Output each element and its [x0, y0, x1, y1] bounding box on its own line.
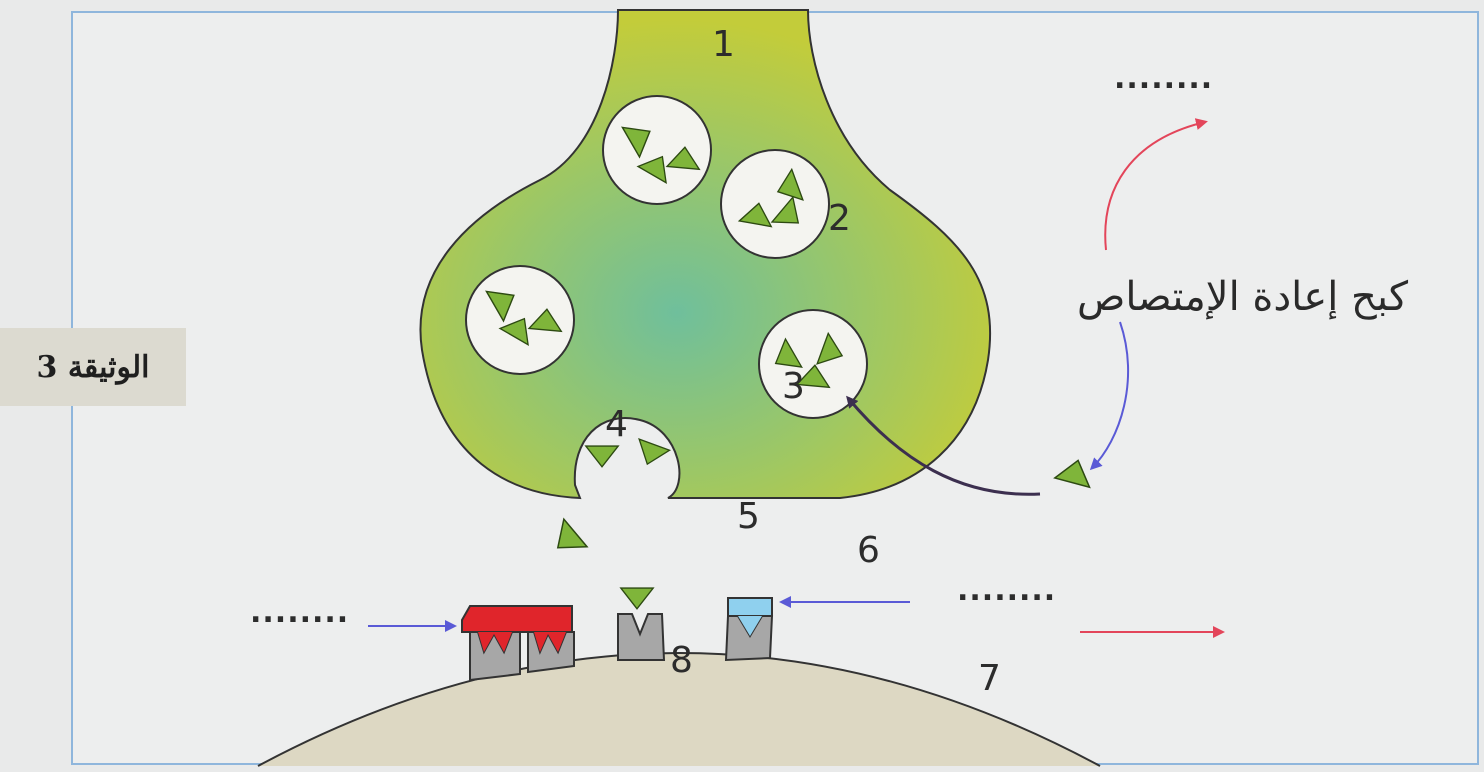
- blocked-receptor: [724, 597, 774, 662]
- vesicle: [602, 95, 712, 205]
- document-label: الوثيقة 3: [0, 328, 186, 406]
- blank-left: ........: [250, 595, 349, 630]
- blue-arrow-down: [1089, 321, 1130, 471]
- vesicle: [758, 309, 868, 419]
- label-3: 3: [782, 366, 805, 407]
- ligand-gated-channel: [461, 605, 575, 682]
- vesicle: [720, 149, 830, 259]
- blank-middle-right: ........: [957, 573, 1056, 608]
- empty-receptor: [617, 613, 666, 661]
- red-arrow-up: [1104, 118, 1208, 251]
- blank-top-right: ........: [1114, 61, 1213, 96]
- vesicle: [465, 265, 575, 375]
- label-1: 1: [712, 24, 735, 65]
- label-4: 4: [605, 404, 628, 445]
- reuptake-inhibition-label: كبح إعادة الإمتصاص: [1077, 274, 1409, 321]
- label-2: 2: [828, 198, 851, 239]
- label-8: 8: [670, 640, 693, 681]
- label-5: 5: [737, 496, 760, 537]
- label-7: 7: [978, 658, 1001, 699]
- label-6: 6: [857, 530, 880, 571]
- reuptake-arrow: [846, 395, 1041, 496]
